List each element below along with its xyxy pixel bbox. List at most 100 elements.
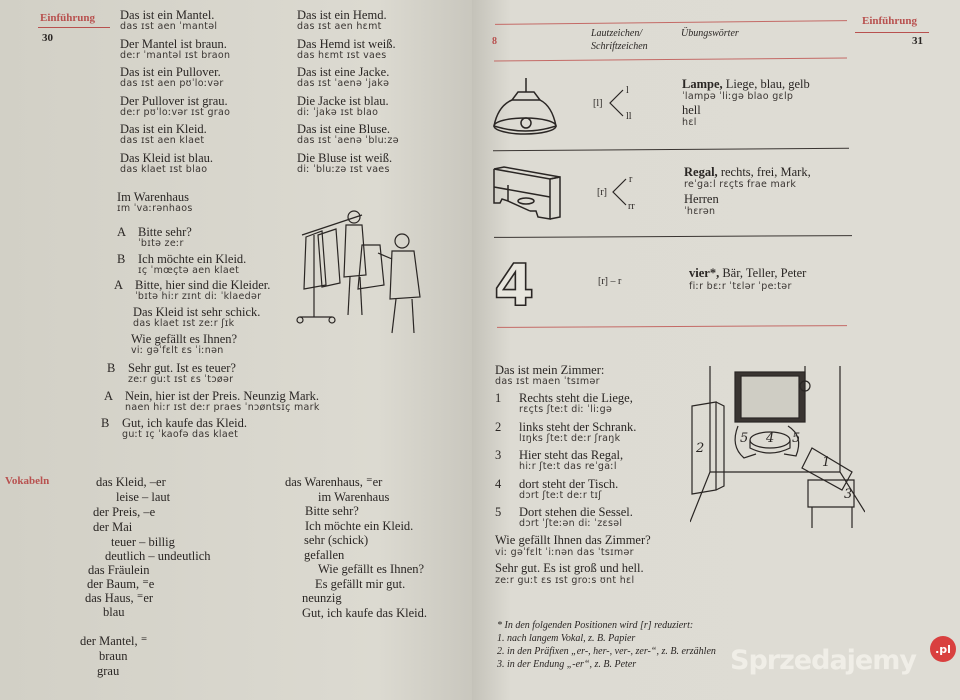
shopping-illustration [296, 210, 421, 334]
sentence: Das Kleid ist blau. [120, 150, 214, 165]
practice-phonetic: hɛl [682, 117, 697, 128]
vocab-item: leise – laut [116, 490, 171, 504]
room-label: 2 [695, 441, 704, 456]
practice-phonetic: reˈgaːl rɛçts frae mark [684, 179, 797, 190]
room-line-phonetic: dɔrt ʃteːt deːr tɪʃ [519, 489, 602, 501]
vocab-item: deutlich – undeutlich [105, 549, 211, 563]
dialogue-title-phonetic: ɪm ˈvaːrənhaos [117, 203, 193, 214]
vocab-item: blau [103, 605, 125, 619]
vocab-item: der Mai [93, 520, 133, 534]
dialogue-phonetic: das klaet ɪst zeːr ʃɪk [133, 318, 235, 329]
vocab-item: der Baum, ⁼e [87, 577, 155, 591]
svg-text:4: 4 [494, 255, 534, 311]
vocab-item: der Mantel, ⁼ [80, 634, 148, 648]
vocab-item: grau [97, 664, 120, 678]
dialogue-line: Gut, ich kaufe das Kleid. [122, 416, 247, 430]
dialogue-phonetic: ɪç ˈmœçtə aen klaet [138, 265, 240, 276]
room-line: Hier steht das Regal, [519, 448, 624, 462]
sentence-phonetic: diː ˈjakə ɪst blao [297, 106, 379, 118]
sentence: Das ist eine Jacke. [297, 65, 390, 79]
practice-words: hell [682, 103, 701, 117]
sound-symbol: [r] – r [598, 276, 622, 287]
practice-words: vier*, Bär, Teller, Peter [689, 267, 806, 280]
sentence: Das ist ein Pullover. [120, 65, 221, 79]
room-label: 5 [792, 431, 800, 446]
vocab-item: Bitte sehr? [305, 504, 359, 518]
room-line-phonetic: dɔrt ˈʃteːən diː ˈzɛsəl [519, 518, 623, 529]
letter: l [626, 85, 629, 96]
sentence: Das ist ein Hemd. [297, 8, 387, 22]
vocab-item: teuer – billig [111, 535, 175, 549]
dialogue-phonetic: ˈbɪtə hiːr zɪnt diː ˈklaedər [135, 291, 262, 302]
footnote-line: 3. in der Endung „-er“, z. B. Peter [497, 659, 637, 670]
left-page [0, 0, 472, 700]
keyword: Regal, [684, 165, 718, 179]
branch-bracket [612, 178, 627, 206]
speaker-label: B [107, 361, 116, 375]
letter: rr [628, 201, 635, 212]
vocab-item: sehr (schick) [304, 533, 369, 547]
sentence: Das Hemd ist weiß. [297, 36, 396, 51]
dialogue-phonetic: ˈbɪtə zeːr [138, 238, 184, 249]
line-number: 4 [495, 476, 502, 491]
room-line: dort steht der Tisch. [519, 476, 619, 491]
sound-symbol: [l] [593, 98, 603, 109]
sentence-phonetic: das ɪst ˈaenə ˈbluːzə [297, 135, 399, 146]
room-label: 4 [765, 431, 774, 446]
vocab-item: Ich möchte ein Kleid. [305, 518, 414, 533]
speaker-label: A [114, 278, 124, 292]
room-title-phonetic: das ɪst maen ˈtsɪmər [495, 376, 600, 387]
col-header-sounds-2: Schriftzeichen [591, 41, 648, 52]
vocab-item: braun [99, 649, 128, 663]
sentence: Der Pullover ist grau. [120, 93, 228, 108]
sentence-phonetic: das ɪst aen ˈmantəl [120, 21, 218, 32]
heading-rule [38, 27, 110, 28]
line-number: 5 [495, 505, 502, 519]
speaker-label: A [117, 225, 127, 239]
dialogue-phonetic: naen hiːr ɪst deːr praes ˈnɔøntsɪç mark [125, 402, 320, 413]
sentence-phonetic: deːr ˈmantəl ɪst braon [120, 49, 231, 61]
sentence: Das ist eine Bluse. [297, 122, 391, 136]
section-heading-right: Einführung [862, 15, 918, 27]
dialogue-line: Bitte, hier sind die Kleider. [135, 278, 271, 292]
keyword: Lampe, [682, 77, 723, 91]
speaker-label: B [101, 416, 110, 430]
col-header-sounds-1: Lautzeichen/ [591, 28, 643, 39]
dialogue-line: Das Kleid ist sehr schick. [133, 305, 261, 319]
room-label: 5 [740, 431, 748, 446]
footnote-line: * In den folgenden Positionen wird [r] r… [497, 620, 694, 631]
words: Bär, Teller, Peter [719, 266, 807, 280]
sentence-phonetic: deːr pʊˈloːvər ɪst grao [120, 106, 231, 118]
room-question-phonetic: viː gəˈfɛlt ˈiːnən das ˈtsɪmər [495, 547, 634, 558]
dialogue-line: Ich möchte ein Kleid. [138, 252, 247, 266]
sound-symbol: [r] [597, 187, 607, 198]
vocab-item: das Haus, ⁼er [85, 591, 154, 605]
sentence-phonetic: das ɪst ˈaenə ˈjakə [297, 78, 390, 89]
room-title: Das ist mein Zimmer: [495, 363, 605, 377]
footnote-line: 2. in den Präfixen „er-, her-, ver-, zer… [497, 646, 716, 657]
room-question: Wie gefällt Ihnen das Zimmer? [495, 533, 651, 547]
sentence-phonetic: das hɛmt ɪst vaes [297, 49, 387, 61]
line-number: 2 [495, 419, 502, 434]
vocab-heading: Vokabeln [5, 475, 50, 487]
vocab-item: neunzig [302, 591, 342, 605]
line-number: 1 [495, 391, 502, 405]
vocab-item: der Preis, –e [93, 505, 156, 519]
practice-phonetic: ˈlampə ˈliːgə blao gɛlp [682, 91, 794, 102]
room-illustration: 2 5 4 5 1 3 [690, 366, 865, 528]
room-answer-phonetic: zeːr guːt ɛs ɪst groːs ʊnt hɛl [495, 575, 635, 586]
shelf-illustration [493, 166, 561, 220]
dialogue-title: Im Warenhaus [117, 190, 190, 204]
vocab-item: im Warenhaus [318, 489, 390, 504]
room-answer: Sehr gut. Es ist groß und hell. [495, 561, 644, 575]
room-line: links steht der Schrank. [519, 419, 637, 434]
room-label: 3 [844, 487, 852, 502]
sentence: Die Bluse ist weiß. [297, 150, 393, 165]
speaker-label: A [104, 389, 114, 403]
sentence-phonetic: das ɪst aen pʊˈloːvər [120, 78, 224, 89]
room-line: Rechts steht die Liege, [519, 391, 633, 405]
lamp-illustration [493, 78, 557, 135]
number-four-illustration: 4 [493, 255, 535, 311]
room-line: Dort stehen die Sessel. [519, 505, 633, 519]
practice-words: Regal, rechts, frei, Mark, [684, 166, 811, 179]
